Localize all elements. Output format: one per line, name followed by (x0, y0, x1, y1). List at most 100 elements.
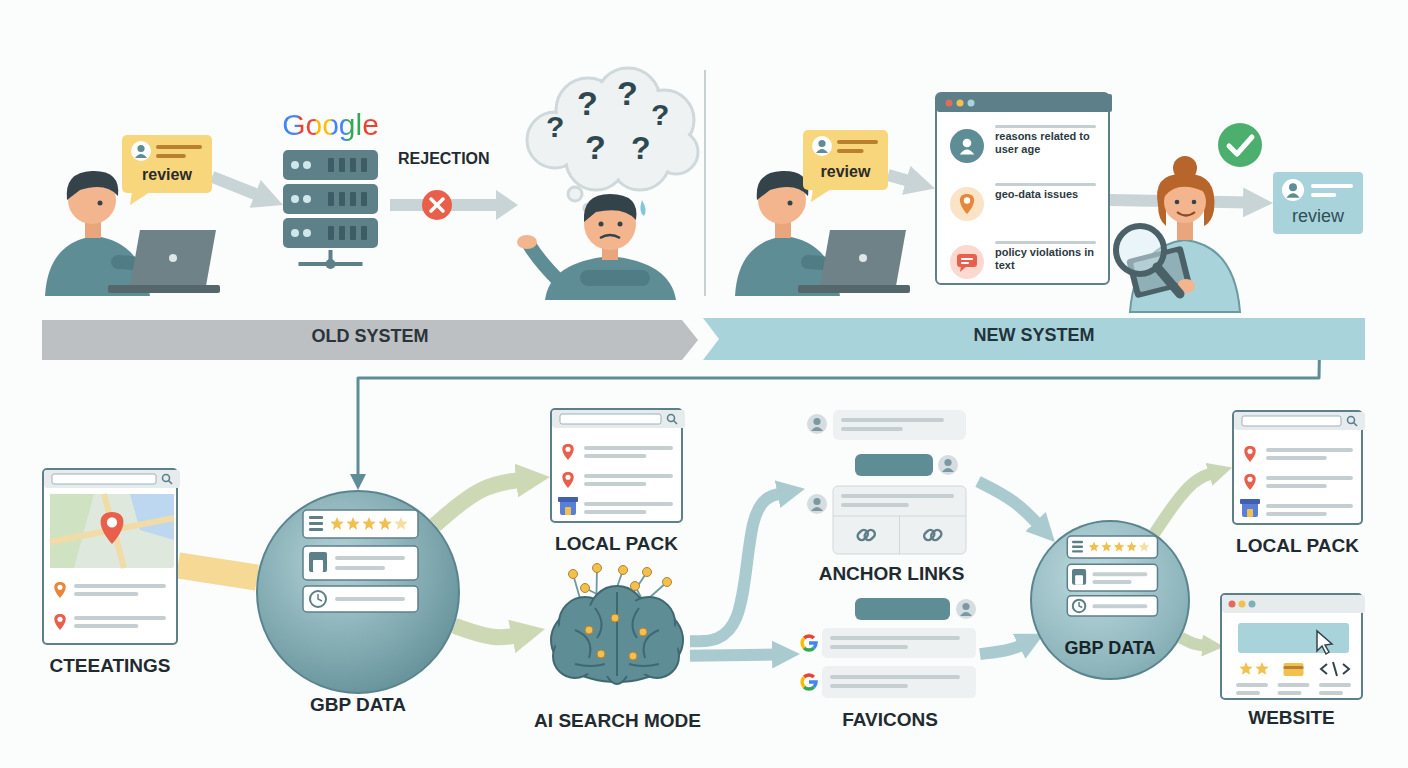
thought-cloud (568, 187, 582, 201)
circle-art (318, 594, 322, 601)
circle-art (1067, 536, 1157, 616)
web-art (1239, 601, 1246, 608)
server-art (291, 229, 299, 237)
circle-art (310, 591, 326, 607)
bubble-art (818, 140, 825, 147)
bubble-node: review (122, 135, 212, 193)
circle-art (335, 566, 385, 570)
web-node: WEBSITE (1220, 593, 1363, 700)
circle-art (303, 546, 418, 580)
fav-art (809, 643, 816, 648)
circle-art (1092, 580, 1131, 584)
pack-art (1247, 477, 1252, 482)
panel-art (995, 183, 1096, 186)
web-art (1284, 666, 1304, 669)
anchor-art (841, 494, 954, 498)
circle-art (378, 517, 391, 530)
server-art (283, 184, 378, 214)
confused-person (600, 235, 620, 238)
node-caption: WEBSITE (1248, 707, 1335, 729)
flow-connector (690, 493, 784, 641)
flow-connector (888, 175, 913, 182)
bubble-node: review (803, 130, 888, 190)
question-mark: ? (617, 74, 638, 113)
circle-art (1067, 564, 1157, 591)
anchor-art (805, 408, 978, 555)
brain-art (629, 652, 637, 660)
pack-art (584, 510, 646, 514)
panel-art (950, 187, 984, 221)
map-art (101, 512, 124, 544)
thought-cloud-fill (529, 70, 696, 188)
bubble-art (803, 130, 888, 190)
circle-art (309, 552, 327, 572)
rejection-label: REJECTION (398, 150, 490, 168)
pack-art (1247, 509, 1253, 517)
web-art (1278, 691, 1302, 695)
web-art (1249, 601, 1256, 608)
server-art (303, 229, 311, 237)
fav-art (804, 675, 814, 677)
web-art (1317, 631, 1332, 654)
reviewer-woman (1192, 200, 1197, 205)
pack-art (1266, 476, 1353, 480)
confused-person (640, 200, 645, 216)
circle-art (309, 516, 323, 519)
bubble-art (837, 140, 878, 144)
bubble-art (135, 154, 147, 158)
circle-art (346, 517, 359, 530)
node-caption: ANCHOR LINKS (819, 563, 965, 585)
confused-person (517, 194, 676, 300)
map-art (44, 470, 176, 643)
anchor-art (841, 427, 903, 431)
reviewbox-art (1282, 179, 1304, 201)
server-art (328, 158, 334, 172)
web-art (1321, 662, 1349, 676)
pack-node: LOCAL PACK (550, 408, 683, 523)
server-art (283, 150, 378, 180)
panel-art (960, 194, 974, 214)
server-art (339, 226, 345, 240)
fav-art (804, 648, 814, 650)
reviewer-woman (1177, 212, 1195, 216)
node-caption: FAVICONS (842, 709, 938, 731)
web-art (1236, 691, 1260, 695)
panel-art (957, 254, 977, 267)
reviewer-woman (1175, 200, 1180, 205)
server-art (328, 226, 334, 240)
question-mark: ? (631, 130, 651, 167)
circle-art (394, 517, 407, 530)
anchor-art (855, 454, 933, 476)
pack-art (584, 454, 646, 458)
reviewer-woman (1164, 181, 1206, 223)
map-art (54, 614, 65, 630)
web-art (1238, 623, 1349, 653)
rejection-arrow (431, 199, 443, 211)
web-art (1284, 663, 1304, 676)
brain-art (643, 568, 652, 577)
fav-art (830, 645, 908, 649)
brain-art (597, 650, 605, 658)
anchor-art (833, 486, 966, 554)
fav-art (802, 677, 804, 687)
circle-art (1139, 542, 1150, 552)
circle-art (1092, 604, 1147, 608)
pack-art (552, 410, 685, 428)
flow-connector (690, 654, 779, 655)
fav-art (855, 598, 950, 620)
flow-connector (978, 482, 1040, 527)
anchor-art (863, 528, 876, 541)
circle-art (303, 510, 418, 538)
brain-art (639, 628, 647, 636)
bubble-art (131, 141, 151, 161)
pack-art (1247, 449, 1252, 454)
fav-art (956, 599, 976, 619)
fav-art (830, 636, 960, 640)
map-art (74, 584, 166, 588)
anchor-art (841, 503, 909, 507)
node-text: review (122, 166, 212, 184)
pack-art (1266, 512, 1327, 516)
flow-connector (435, 480, 525, 525)
anchor-art (833, 410, 966, 440)
